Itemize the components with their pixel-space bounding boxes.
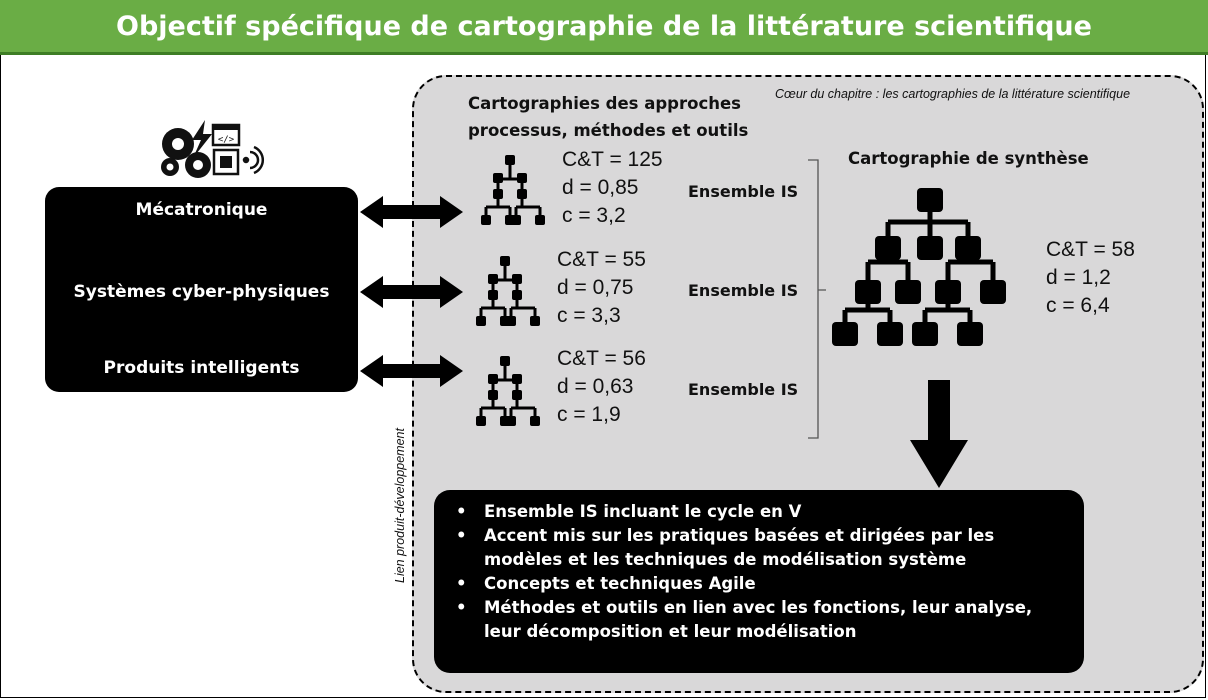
- map3-set: Ensemble IS: [688, 380, 799, 399]
- mechatronics-icon: </>: [161, 120, 264, 178]
- summary-box: Ensemble IS incluant le cycle en V Accen…: [434, 490, 1084, 673]
- core-caption: Cœur du chapitre : les cartographies de …: [775, 87, 1131, 101]
- code-window-icon: </>: [211, 123, 241, 147]
- double-arrow-icon: [360, 196, 463, 228]
- map3-ct: C&T = 56: [557, 347, 646, 370]
- map1-metrics: C&T = 125 d = 0,85 c = 3,2: [562, 146, 663, 230]
- synthesis-d: d = 1,2: [1046, 266, 1111, 289]
- tree-nodes: [832, 188, 1006, 346]
- synthesis-metrics: C&T = 58 d = 1,2 c = 6,4: [1046, 236, 1135, 320]
- synthesis-ct: C&T = 58: [1046, 238, 1135, 261]
- tree-icon: [842, 200, 996, 332]
- summary-item: Concepts et techniques Agile: [454, 572, 1064, 596]
- double-arrow-icon: [360, 355, 463, 387]
- map2-set: Ensemble IS: [688, 281, 799, 300]
- domain-mecatronique: Mécatronique: [135, 200, 268, 220]
- wireless-icon: [242, 145, 264, 175]
- chip-icon: [212, 148, 240, 176]
- map2-metrics: C&T = 55 d = 0,75 c = 3,3: [557, 246, 646, 330]
- tree-icon: [479, 153, 547, 227]
- map1-ct: C&T = 125: [562, 148, 663, 171]
- map3-d: d = 0,63: [557, 375, 634, 398]
- synthesis-c: c = 6,4: [1046, 294, 1110, 317]
- map3-c: c = 1,9: [557, 403, 621, 426]
- map1-set: Ensemble IS: [688, 182, 799, 201]
- tree-icon: [474, 354, 542, 428]
- grouping-bracket: [808, 159, 826, 439]
- summary-item: Accent mis sur les pratiques basées et d…: [454, 524, 1064, 572]
- domain-cyber-physical: Systèmes cyber-physiques: [73, 282, 330, 302]
- summary-item: Méthodes et outils en lien avec les fonc…: [454, 596, 1064, 644]
- map2-ct: C&T = 55: [557, 248, 646, 271]
- map2-d: d = 0,75: [557, 276, 634, 299]
- tree-icon: [474, 254, 542, 328]
- double-arrow-icon: [360, 276, 463, 308]
- summary-list: Ensemble IS incluant le cycle en V Accen…: [454, 500, 1064, 644]
- map1-c: c = 3,2: [562, 204, 626, 227]
- approaches-title-line2: processus, méthodes et outils: [468, 121, 749, 140]
- map2-c: c = 3,3: [557, 304, 621, 327]
- summary-item: Ensemble IS incluant le cycle en V: [454, 500, 1064, 524]
- approaches-title: Cartographies des approches processus, m…: [468, 90, 748, 144]
- map3-metrics: C&T = 56 d = 0,63 c = 1,9: [557, 345, 646, 429]
- synthesis-title: Cartographie de synthèse: [848, 149, 1089, 168]
- lightning-icon: [192, 120, 212, 158]
- gears-icon: [161, 128, 211, 178]
- page-title: Objectif spécifique de cartographie de l…: [0, 0, 1208, 52]
- down-arrow-icon: [910, 380, 968, 488]
- domain-smart-products: Produits intelligents: [103, 358, 300, 378]
- domains-box: [45, 187, 358, 392]
- approaches-title-line1: Cartographies des approches: [468, 94, 741, 113]
- map1-d: d = 0,85: [562, 176, 639, 199]
- header-underline: [0, 52, 1208, 55]
- svg-text:</>: </>: [218, 135, 235, 145]
